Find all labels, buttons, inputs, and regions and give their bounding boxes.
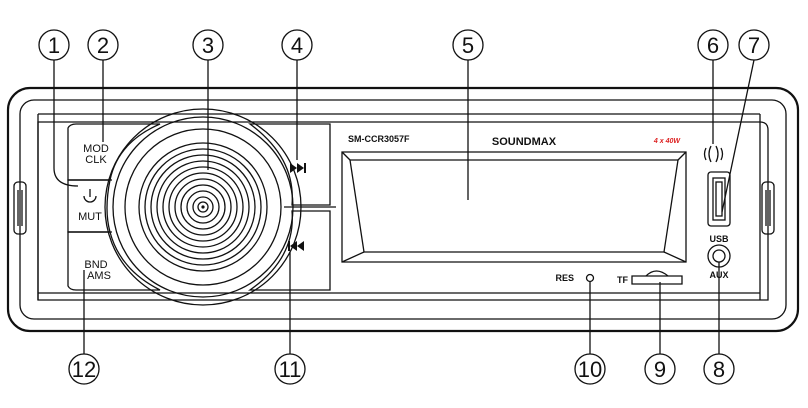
svg-text:12: 12: [72, 357, 96, 382]
usb-port[interactable]: [707, 171, 731, 227]
callout-9: 9: [644, 282, 676, 385]
skip-forward-icon: [290, 163, 306, 173]
power-icon: [83, 189, 97, 203]
mute-button[interactable]: [67, 179, 111, 233]
callout-7: 7: [721, 29, 770, 213]
outer-housing: [6, 86, 800, 333]
reset-hole[interactable]: [585, 273, 595, 283]
res-label: RES: [555, 273, 574, 283]
display-panel: [341, 151, 687, 263]
model-label: SM-CCR3057F: [348, 134, 410, 144]
bnd-label: BND: [84, 259, 107, 271]
svg-text:1: 1: [48, 33, 60, 58]
mod-clk-button[interactable]: [67, 123, 161, 181]
callout-11: 11: [274, 252, 306, 385]
tf-label: TF: [617, 275, 628, 285]
callout-5: 5: [452, 29, 484, 200]
callout-2: 2: [87, 29, 119, 142]
mod-label: MOD: [83, 143, 109, 155]
usb-label: USB: [709, 234, 729, 244]
svg-text:3: 3: [202, 33, 214, 58]
clk-label: CLK: [85, 154, 107, 166]
brand-label: SOUNDMAX: [492, 136, 557, 148]
callout-10: 10: [574, 282, 606, 385]
ams-label: AMS: [87, 270, 111, 282]
svg-text:2: 2: [97, 33, 109, 58]
svg-text:5: 5: [462, 33, 474, 58]
faceplate: [37, 113, 769, 301]
next-track-button[interactable]: [248, 123, 331, 206]
callout-6: 6: [697, 29, 729, 144]
mic-icon: [703, 145, 724, 163]
left-button-cluster: [67, 123, 161, 291]
callout-12: 12: [68, 270, 100, 385]
skip-back-icon: [288, 241, 304, 251]
svg-text:6: 6: [707, 33, 719, 58]
tf-card-slot[interactable]: [631, 270, 683, 285]
mut-label: MUT: [78, 211, 102, 223]
skip-button-cluster: [247, 123, 336, 291]
power-rating: 4 x 40W: [653, 138, 681, 145]
left-clip: [13, 181, 27, 235]
svg-text:8: 8: [713, 357, 725, 382]
callout-1: 1: [38, 29, 79, 187]
svg-text:7: 7: [748, 33, 760, 58]
svg-text:9: 9: [654, 357, 666, 382]
volume-knob[interactable]: [104, 108, 302, 306]
svg-text:11: 11: [279, 357, 302, 382]
svg-text:10: 10: [578, 357, 602, 382]
callout-8: 8: [703, 262, 735, 385]
callout-4: 4: [281, 29, 313, 160]
bnd-ams-button[interactable]: [67, 231, 161, 291]
callout-3: 3: [192, 29, 224, 170]
svg-text:4: 4: [291, 33, 303, 58]
